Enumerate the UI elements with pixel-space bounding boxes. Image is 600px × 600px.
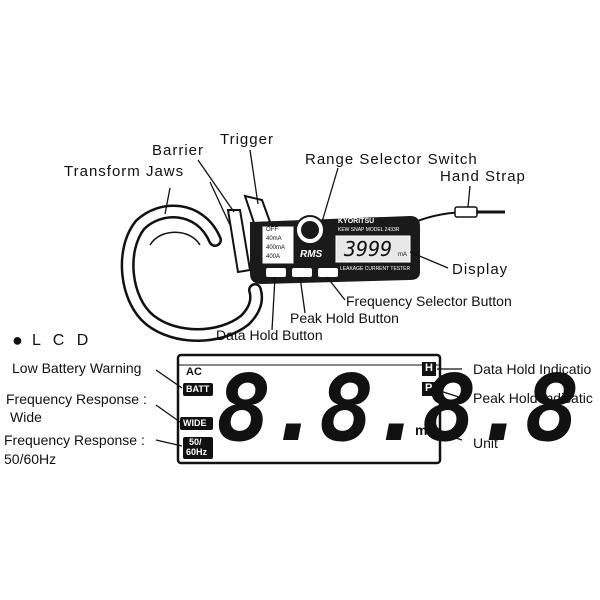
callout-range-selector-switch: Range Selector Switch xyxy=(305,151,478,168)
wide-badge xyxy=(180,417,213,430)
lcd-section-header: L C D xyxy=(32,332,93,349)
callout-peak-hold-button: Peak Hold Button xyxy=(290,310,399,326)
lcd-batt-label: BATT xyxy=(186,384,210,394)
peak-badge xyxy=(422,382,436,396)
callout-peak-hold-indication: Peak Hold Indicatic xyxy=(473,390,593,406)
transform-jaws xyxy=(120,204,264,342)
device-range-400a: 400A xyxy=(266,254,281,260)
lcd-digits: 8.8.8.8 xyxy=(216,355,580,462)
top-leader-lines xyxy=(164,149,471,331)
callout-hand-strap: Hand Strap xyxy=(440,168,526,185)
device-model: KEW SNAP MODEL 2433R xyxy=(338,227,400,233)
callout-transform-jaws: Transform Jaws xyxy=(64,163,185,180)
device-range-off: OFF xyxy=(266,227,278,233)
callout-data-hold-indication: Data Hold Indicatio xyxy=(473,361,592,377)
callout-data-hold-button: Data Hold Button xyxy=(216,327,323,343)
lcd-ac-symbol: AC xyxy=(186,366,202,378)
lcd-panel-frame xyxy=(176,353,442,465)
lcd-leader-lines xyxy=(155,368,463,447)
lcd-freq-60hz-label: 60Hz xyxy=(186,447,208,457)
lcd-unit-label: mA xyxy=(415,422,438,438)
device-display-reading: 3999 xyxy=(344,237,393,261)
hand-strap-clip xyxy=(454,206,478,218)
callout-trigger: Trigger xyxy=(220,131,274,148)
callout-frequency-selector-button: Frequency Selector Button xyxy=(346,293,512,309)
callout-freq-wide-line2: Wide xyxy=(10,409,42,425)
device-tester-name: LEAKAGE CURRENT TESTER xyxy=(340,266,411,272)
callout-barrier: Barrier xyxy=(152,142,205,159)
device-range-40ma: 40mA xyxy=(266,236,282,242)
barrier xyxy=(226,209,252,274)
lcd-freq-50-label: 50/ xyxy=(189,437,202,447)
peak-hold-button-shape xyxy=(292,268,312,277)
device-display-window xyxy=(335,235,411,263)
tester-body xyxy=(250,215,420,284)
callout-freq-5060-line2: 50/60Hz xyxy=(4,451,57,467)
device-display-unit: mA xyxy=(398,252,407,258)
callout-freq-wide-line1: Frequency Response : xyxy=(6,391,147,407)
freq-5060-badge xyxy=(183,437,213,459)
callout-freq-5060-line1: Frequency Response : xyxy=(4,432,145,448)
batt-badge xyxy=(183,383,213,396)
callout-low-battery-warning: Low Battery Warning xyxy=(12,360,142,376)
device-rms: RMS xyxy=(300,249,323,260)
lcd-peak-icon: P xyxy=(425,382,433,394)
lcd-hold-icon: H xyxy=(425,362,433,374)
lcd-wide-label: WIDE xyxy=(183,418,207,428)
lcd-bullet-icon: ● xyxy=(12,330,23,350)
frequency-selector-button-shape xyxy=(318,268,338,277)
device-brand: KYORITSU xyxy=(338,218,375,225)
callout-unit: Unit xyxy=(473,435,498,451)
callout-display: Display xyxy=(452,261,509,278)
hold-badge xyxy=(422,362,436,376)
device-range-400ma: 400mA xyxy=(266,245,286,251)
data-hold-button-shape xyxy=(266,268,286,277)
